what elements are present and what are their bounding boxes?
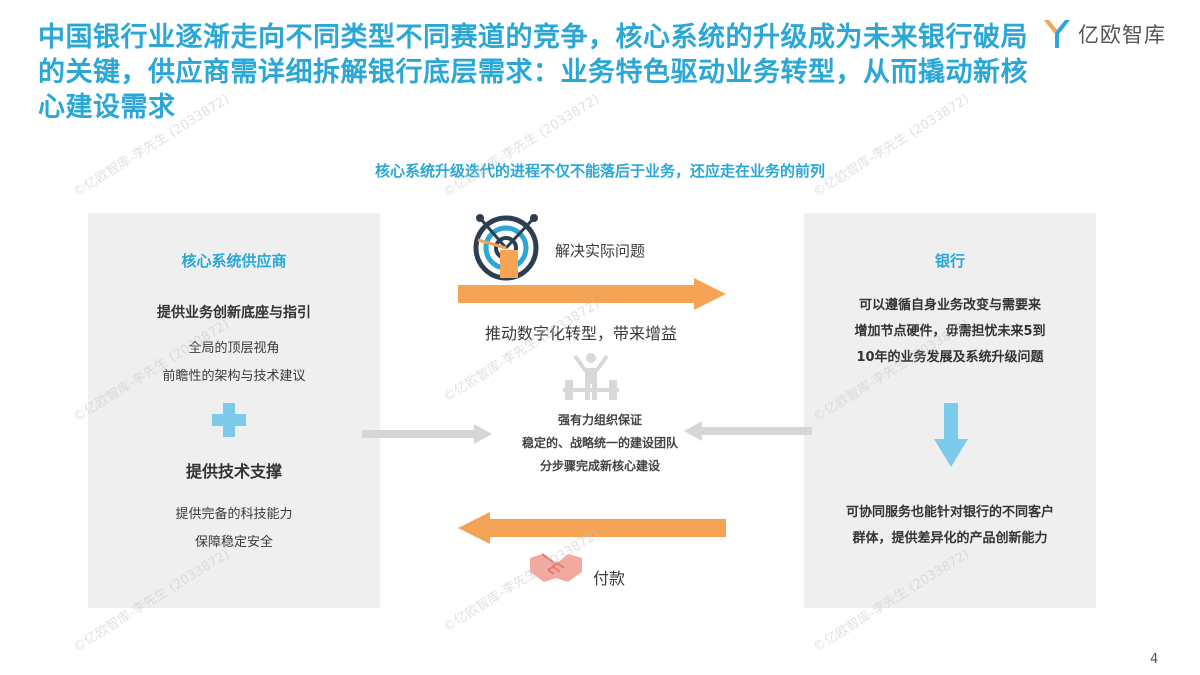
bank-line: 可以遵循自身业务改变与需要来 bbox=[858, 298, 1041, 313]
plus-icon bbox=[212, 403, 246, 437]
vendor-line: 保障稳定安全 bbox=[194, 535, 273, 550]
support-line: 稳定的、战略统一的建设团队 bbox=[521, 436, 678, 450]
diagram-subtitle: 核心系统升级迭代的进程不仅不能落后于业务，还应走在业务的前列 bbox=[374, 162, 825, 180]
gray-arrow-right bbox=[362, 424, 492, 444]
logo-text: 亿欧智库 bbox=[1078, 23, 1166, 47]
yiou-logo: 亿欧智库 bbox=[1042, 18, 1166, 50]
orange-arrow-left bbox=[458, 512, 726, 544]
bank-panel: 银行 可以遵循自身业务改变与需要来 增加节点硬件，毋需担忧未来5到 10年的业务… bbox=[804, 213, 1096, 608]
support-line: 强有力组织保证 bbox=[557, 413, 642, 427]
orange-arrow-right bbox=[458, 278, 726, 310]
target-icon bbox=[470, 210, 542, 282]
digital-transform-label: 推动数字化转型，带来增益 bbox=[485, 324, 678, 343]
page-number: 4 bbox=[1150, 652, 1159, 667]
vendor-line: 全局的顶层视角 bbox=[188, 341, 280, 356]
gray-arrow-left bbox=[684, 421, 812, 441]
support-line: 分步骤完成新核心建设 bbox=[539, 459, 660, 473]
vendor-line: 前瞻性的架构与技术建议 bbox=[162, 369, 306, 384]
vendor-section-tech: 提供技术支撑 bbox=[185, 462, 282, 481]
down-arrow-icon bbox=[934, 403, 968, 467]
bank-line: 增加节点硬件，毋需担忧未来5到 bbox=[854, 324, 1046, 339]
handshake-icon bbox=[528, 548, 584, 588]
bank-line: 10年的业务发展及系统升级问题 bbox=[856, 350, 1044, 365]
page-title: 中国银行业逐渐走向不同类型不同赛道的竞争，核心系统的升级成为未来银行破局的关键，… bbox=[38, 22, 1028, 123]
weightlifter-icon bbox=[563, 352, 619, 402]
vendor-line: 提供完备的科技能力 bbox=[175, 507, 293, 522]
solve-problem-label: 解决实际问题 bbox=[555, 242, 646, 260]
vendor-panel: 核心系统供应商 提供业务创新底座与指引 全局的顶层视角 前瞻性的架构与技术建议 … bbox=[88, 213, 380, 608]
bank-line: 群体，提供差异化的产品创新能力 bbox=[852, 531, 1048, 546]
payment-label: 付款 bbox=[593, 569, 626, 588]
vendor-section-foundation: 提供业务创新底座与指引 bbox=[157, 305, 311, 321]
bank-panel-title: 银行 bbox=[934, 252, 965, 270]
logo-mark-icon bbox=[1044, 20, 1070, 48]
bank-line: 可协同服务也能针对银行的不同客户 bbox=[845, 505, 1054, 520]
vendor-panel-title: 核心系统供应商 bbox=[181, 252, 287, 270]
